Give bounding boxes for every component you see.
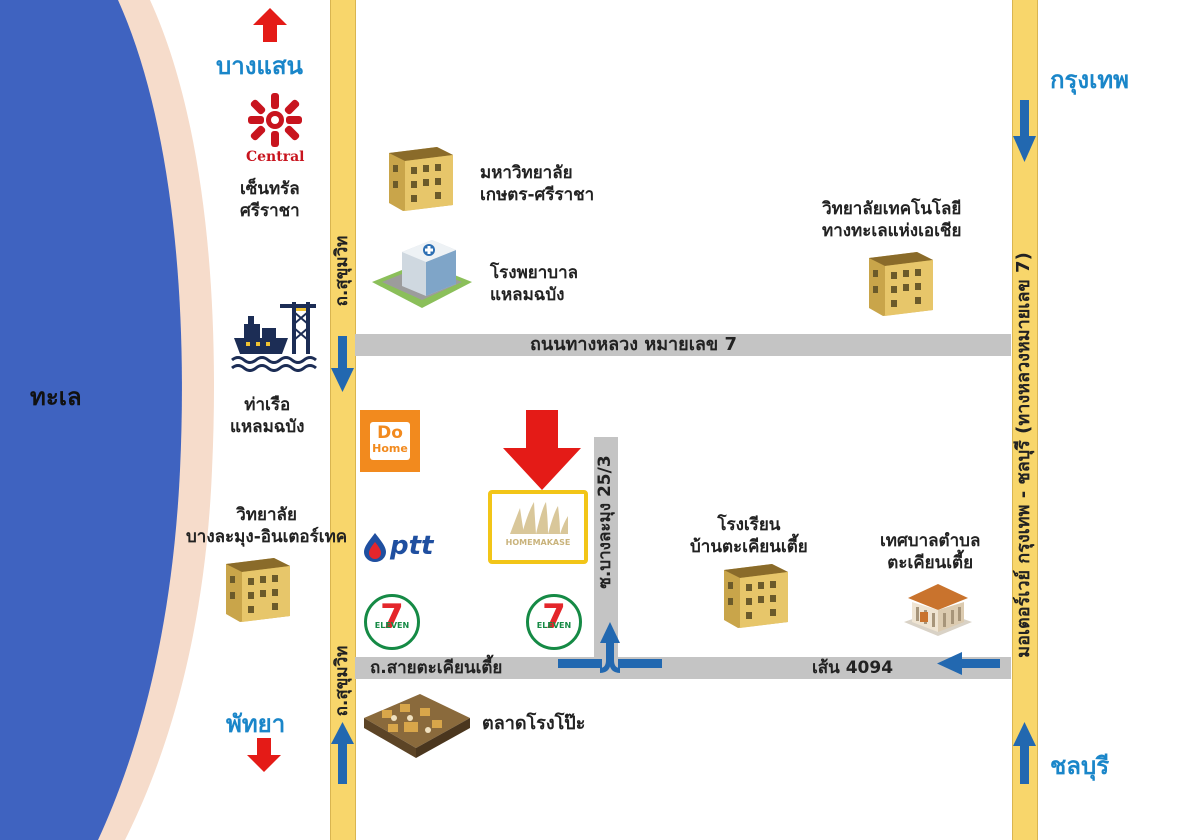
seven-eleven-number: 7 — [380, 597, 404, 637]
college-building-icon — [226, 558, 290, 622]
ship-crane-icon — [231, 302, 317, 372]
school-line-2: บ้านตะเคียนเตี้ย — [690, 537, 808, 558]
school-line-1: โรงเรียน — [717, 515, 781, 535]
target-red-down-arrow-icon — [503, 410, 581, 490]
government-building-icon — [904, 584, 972, 636]
homemakase-logo-text: HOMEMAKASE — [505, 538, 571, 547]
saitakhian-label: ถ.สายตะเคียนเตี้ย — [370, 658, 503, 678]
market-stall-icon — [364, 694, 470, 758]
maritime-label: วิทยาลัยเทคโนโลยี ทางทะเลแห่งเอเชีย — [822, 198, 961, 242]
municipality-label: เทศบาลตำบล ตะเคียนเตี้ย — [880, 530, 980, 574]
central-label: เซ็นทรัล ศรีราชา — [240, 178, 300, 222]
highway7-road — [355, 334, 1011, 356]
soi-road — [594, 437, 618, 657]
dohome-logo-home: Home — [372, 442, 408, 455]
dohome-logo: Do Home — [360, 410, 420, 472]
municipality-line-2: ตะเคียนเตี้ย — [887, 553, 974, 574]
kasetsart-label: มหาวิทยาลัย เกษตร-ศรีราชา — [480, 162, 594, 206]
seven-eleven-text: ELEVEN — [536, 621, 572, 630]
central-line-2: ศรีราชา — [240, 201, 300, 222]
central-logo-text: Central — [246, 149, 305, 165]
market-label: ตลาดโรงโป๊ะ — [482, 713, 586, 734]
arrow-left-icon — [937, 652, 1000, 675]
sukhumvit-road — [330, 0, 356, 840]
ptt-logo-text: ptt — [390, 531, 434, 561]
arrow-down-icon — [331, 336, 354, 392]
college-line-1: วิทยาลัย — [236, 505, 297, 525]
seven-eleven-logo-left: 7 ELEVEN — [364, 594, 420, 650]
port-label: ท่าเรือ แหลมฉบัง — [230, 394, 304, 438]
kasetsart-line-1: มหาวิทยาลัย — [480, 163, 573, 183]
hospital-line-2: แหลมฉบัง — [490, 285, 565, 306]
seven-eleven-logo-right: 7 ELEVEN — [526, 594, 582, 650]
homemakase-mark-icon — [510, 502, 568, 534]
homemakase-logo: HOMEMAKASE — [488, 490, 588, 564]
hospital-building-icon — [372, 240, 472, 308]
direction-north: บางแสน — [216, 52, 303, 80]
kasetsart-building-icon — [389, 147, 453, 211]
ptt-flame-icon — [364, 533, 386, 562]
maritime-building-icon — [869, 252, 933, 316]
direction-south-east: ชลบุรี — [1050, 752, 1110, 780]
central-line-1: เซ็นทรัล — [240, 179, 300, 199]
hospital-line-1: โรงพยาบาล — [490, 263, 579, 283]
arrow-up-icon — [331, 722, 354, 784]
school-building-icon — [724, 564, 788, 628]
saitakhian-road — [355, 657, 1011, 679]
arrow-up-icon — [1013, 722, 1036, 784]
arrow-up-north-icon — [253, 8, 287, 42]
port-line-2: แหลมฉบัง — [230, 417, 305, 438]
port-line-1: ท่าเรือ — [244, 395, 291, 415]
direction-south: พัทยา — [226, 710, 286, 738]
sea-water — [0, 0, 182, 840]
direction-north-east: กรุงเทพ — [1050, 66, 1129, 94]
seven-eleven-number: 7 — [542, 597, 566, 637]
route4094-label: เส้น 4094 — [812, 658, 894, 678]
hospital-label: โรงพยาบาล แหลมฉบัง — [490, 262, 578, 306]
college-label: วิทยาลัย บางละมุง-อินเตอร์เทค — [186, 504, 347, 548]
kasetsart-line-2: เกษตร-ศรีราชา — [480, 185, 595, 206]
municipality-line-1: เทศบาลตำบล — [880, 531, 981, 551]
central-logo-icon — [248, 93, 302, 147]
junction-arrows-icon — [558, 622, 662, 673]
sea-area — [0, 0, 215, 840]
highway7-label: ถนนทางหลวง หมายเลข 7 — [530, 334, 737, 355]
college-line-2: บางละมุง-อินเตอร์เทค — [186, 527, 348, 548]
maritime-line-2: ทางทะเลแห่งเอเชีย — [822, 221, 962, 242]
seven-eleven-text: ELEVEN — [374, 621, 410, 630]
maritime-line-1: วิทยาลัยเทคโนโลยี — [822, 199, 962, 219]
school-label: โรงเรียน บ้านตะเคียนเตี้ย — [690, 514, 808, 558]
arrow-down-icon — [1013, 100, 1036, 162]
dohome-logo-do: Do — [377, 423, 403, 443]
arrow-down-south-icon — [247, 738, 281, 772]
sea-label: ทะเล — [30, 383, 82, 411]
